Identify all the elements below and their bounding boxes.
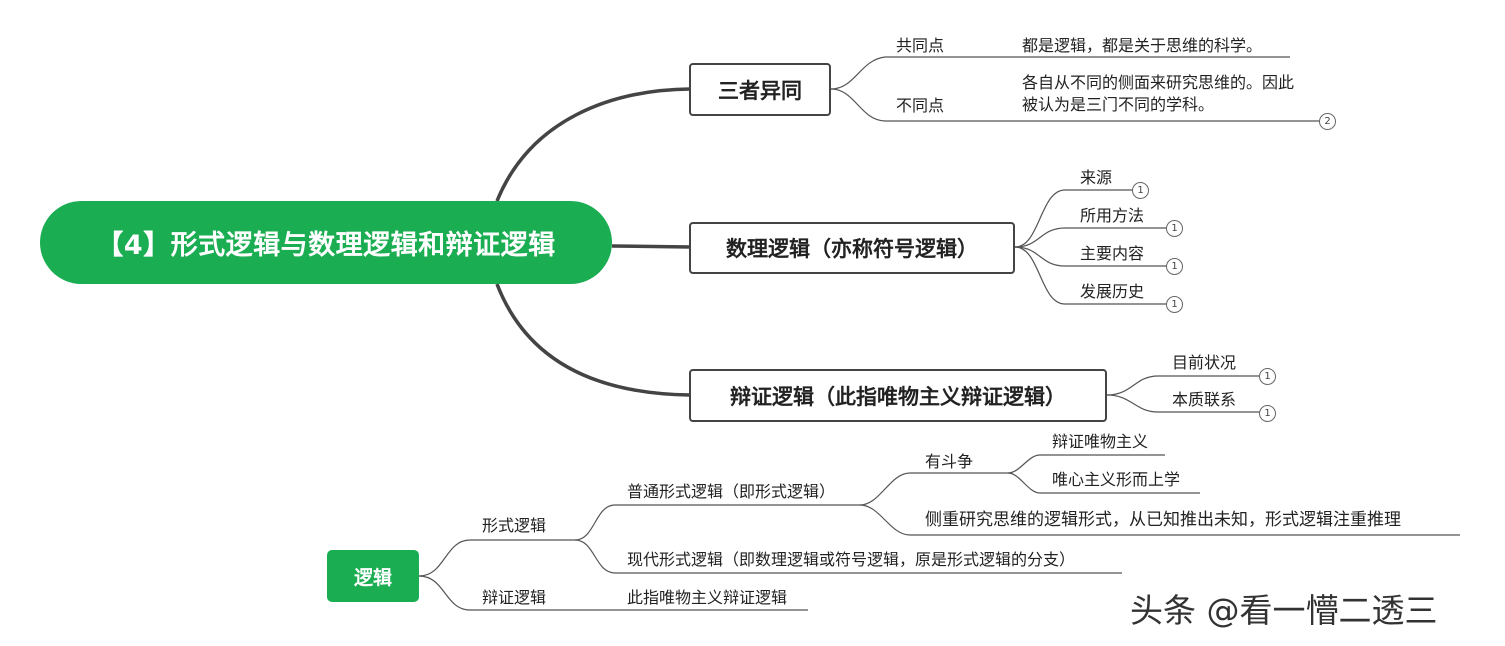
dialectical-logic-label[interactable]: 辩证逻辑: [482, 588, 547, 607]
collapsed-count-badge[interactable]: 1: [1166, 296, 1183, 313]
formal-logic-label[interactable]: 形式逻辑: [482, 516, 547, 535]
topic-main-content[interactable]: 主要内容: [1080, 244, 1145, 263]
branch-comparison[interactable]: 三者异同: [689, 63, 831, 116]
formal-logic-focus-text[interactable]: 侧重研究思维的逻辑形式，从已知推出未知，形式逻辑注重推理: [925, 510, 1401, 530]
watermark: 头条 @看一懵二透三: [1130, 591, 1438, 630]
topic-source[interactable]: 来源: [1080, 168, 1113, 187]
collapsed-count-badge[interactable]: 1: [1166, 220, 1183, 237]
dialectical-materialism[interactable]: 辩证唯物主义: [1052, 432, 1149, 451]
common-point-text[interactable]: 都是逻辑，都是关于思维的科学。: [1022, 36, 1263, 55]
logic-root[interactable]: 逻辑: [327, 550, 419, 602]
collapsed-count-badge[interactable]: 1: [1132, 182, 1149, 199]
collapsed-count-badge[interactable]: 1: [1259, 405, 1276, 422]
branch-mathematical-logic[interactable]: 数理逻辑（亦称符号逻辑）: [689, 222, 1015, 274]
collapsed-count-badge[interactable]: 1: [1166, 258, 1183, 275]
collapsed-count-badge[interactable]: 2: [1319, 113, 1336, 130]
dialectical-logic-text[interactable]: 此指唯物主义辩证逻辑: [627, 588, 788, 607]
topic-essential-relation[interactable]: 本质联系: [1172, 390, 1237, 409]
idealist-metaphysics[interactable]: 唯心主义形而上学: [1052, 470, 1181, 489]
topic-current-status[interactable]: 目前状况: [1172, 353, 1237, 372]
topic-history[interactable]: 发展历史: [1080, 282, 1145, 301]
collapsed-count-badge[interactable]: 1: [1259, 368, 1276, 385]
difference-text[interactable]: 各自从不同的侧面来研究思维的。因此被认为是三门不同的学科。: [1022, 73, 1295, 114]
general-formal-logic-label[interactable]: 普通形式逻辑（即形式逻辑）: [627, 482, 836, 501]
difference-label[interactable]: 不同点: [896, 96, 945, 115]
common-point-label[interactable]: 共同点: [896, 36, 945, 55]
topic-methods[interactable]: 所用方法: [1080, 206, 1145, 225]
struggle-label[interactable]: 有斗争: [925, 452, 974, 471]
branch-dialectical-logic[interactable]: 辩证逻辑（此指唯物主义辩证逻辑）: [689, 369, 1107, 422]
root-topic[interactable]: 【4】形式逻辑与数理逻辑和辩证逻辑: [40, 201, 612, 284]
modern-formal-logic-text[interactable]: 现代形式逻辑（即数理逻辑或符号逻辑，原是形式逻辑的分支）: [627, 550, 1076, 569]
